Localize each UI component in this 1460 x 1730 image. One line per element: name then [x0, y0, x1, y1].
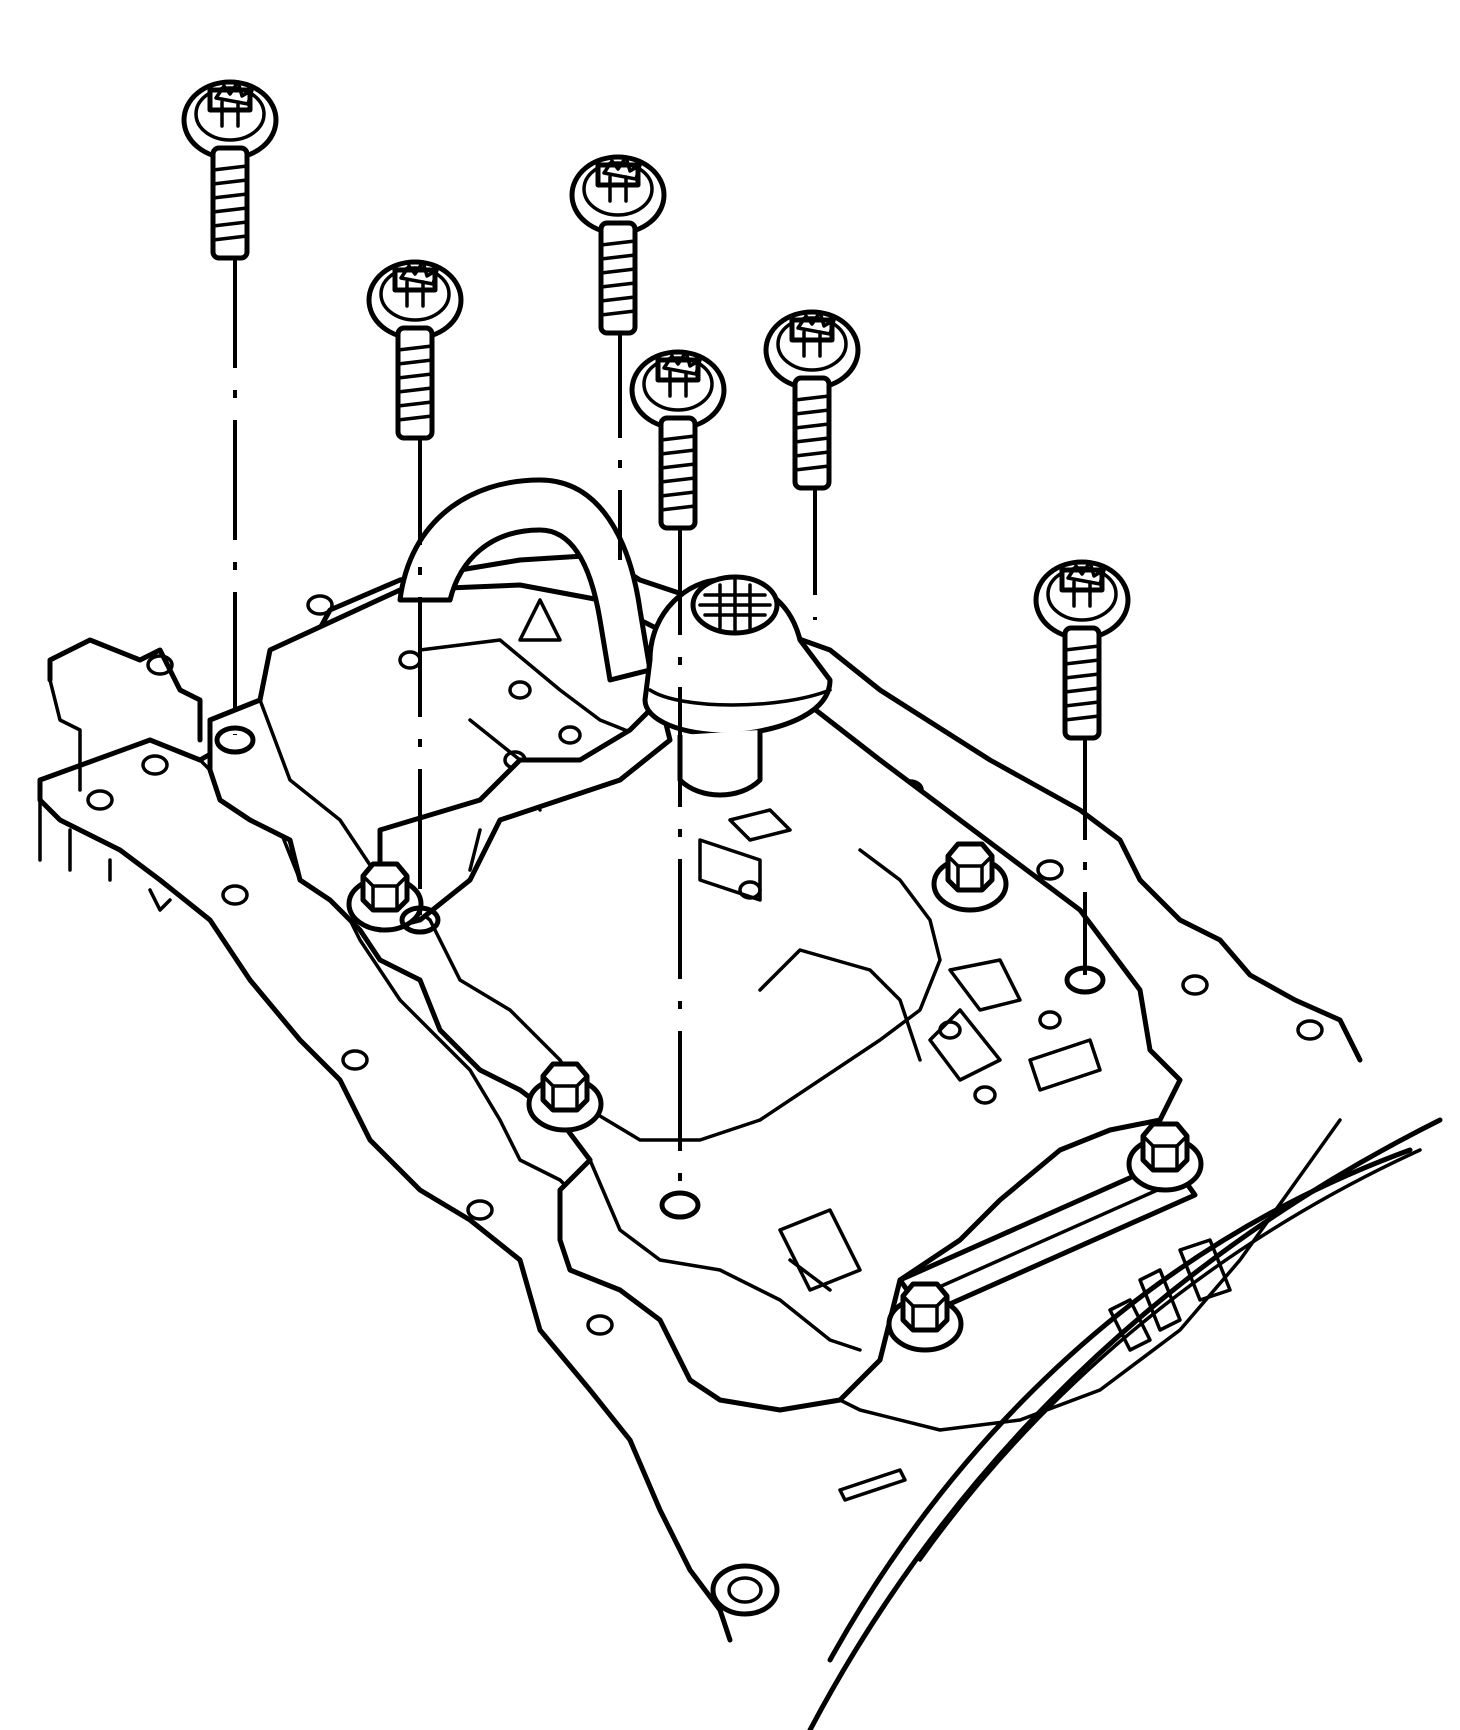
flange-bolt: [369, 262, 461, 438]
flange-bolt: [1036, 562, 1128, 738]
oil-pump-pickup-tube: [377, 477, 673, 933]
flange-bolt: [572, 157, 664, 333]
flange-bolt: [184, 82, 276, 258]
oil-pan-baffle: [207, 582, 1183, 1413]
alignment-lines: [233, 248, 1087, 1200]
flange-nut: [1129, 1124, 1201, 1190]
flange-bolt: [632, 352, 724, 528]
flange-bolt: [766, 312, 858, 488]
pickup-screen: [642, 574, 833, 798]
